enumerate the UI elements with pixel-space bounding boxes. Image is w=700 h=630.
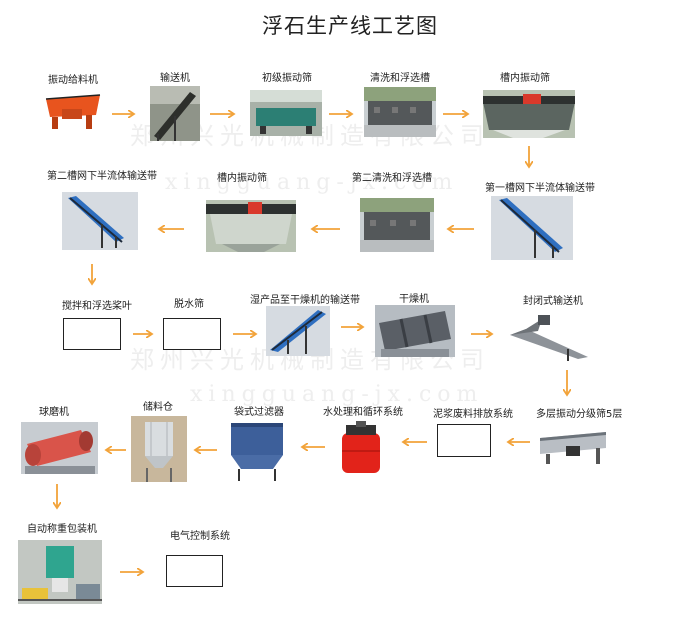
control-system-box (166, 555, 223, 587)
trough-screen-1-image (483, 90, 575, 138)
label-belt-1: 第一槽网下半流体输送带 (485, 183, 595, 194)
primary-screen-image (250, 90, 322, 136)
label-ball-mill: 球磨机 (39, 407, 69, 418)
multi-layer-screen-image (536, 426, 610, 466)
mud-discharge-box (437, 424, 491, 457)
label-wet-belt: 湿产品至干燥机的输送带 (250, 295, 360, 306)
label-closed-conveyor: 封闭式输送机 (523, 296, 583, 307)
label-feeder: 振动给料机 (48, 75, 98, 86)
stir-blade-box (63, 318, 121, 350)
label-dewater-screen: 脱水筛 (174, 299, 204, 310)
wash-float-tank-1-image (364, 87, 436, 137)
label-stir-blade: 搅拌和浮选桨叶 (62, 301, 132, 312)
label-primary-screen: 初级振动筛 (262, 73, 312, 84)
dewater-screen-box (163, 318, 221, 350)
label-trough-screen-2: 槽内振动筛 (217, 173, 267, 184)
silo-image (131, 416, 187, 482)
label-multi-screen: 多层振动分级筛5层 (536, 409, 623, 420)
closed-conveyor-image (508, 309, 590, 361)
label-mud-discharge: 泥浆废料排放系统 (433, 409, 513, 420)
vibrating-feeder-image (44, 91, 102, 133)
bag-filter-image (225, 421, 289, 481)
packing-machine-image (18, 540, 102, 604)
diagram-title: 浮石生产线工艺图 (262, 14, 438, 38)
label-wash-float-2: 第二清洗和浮选槽 (352, 173, 432, 184)
conveyor-image (150, 86, 200, 141)
label-conveyor: 输送机 (160, 73, 190, 84)
label-dryer: 干燥机 (399, 294, 429, 305)
dryer-image (375, 305, 455, 357)
label-control-system: 电气控制系统 (170, 531, 230, 542)
wash-float-tank-2-image (360, 198, 434, 252)
wet-product-belt-image (266, 306, 330, 356)
ball-mill-image (21, 422, 98, 474)
label-belt-2: 第二槽网下半流体输送带 (47, 171, 157, 182)
label-silo: 储料仓 (143, 402, 173, 413)
label-trough-screen-1: 槽内振动筛 (500, 73, 550, 84)
water-system-image (340, 421, 382, 475)
label-wash-float-1: 清洗和浮选槽 (370, 73, 430, 84)
belt-conveyor-2-image (62, 192, 138, 250)
label-water-system: 水处理和循环系统 (323, 407, 403, 418)
label-bag-filter: 袋式过滤器 (234, 407, 284, 418)
trough-screen-2-image (206, 200, 296, 252)
label-packer: 自动称重包装机 (27, 524, 97, 535)
belt-conveyor-1-image (491, 196, 573, 260)
